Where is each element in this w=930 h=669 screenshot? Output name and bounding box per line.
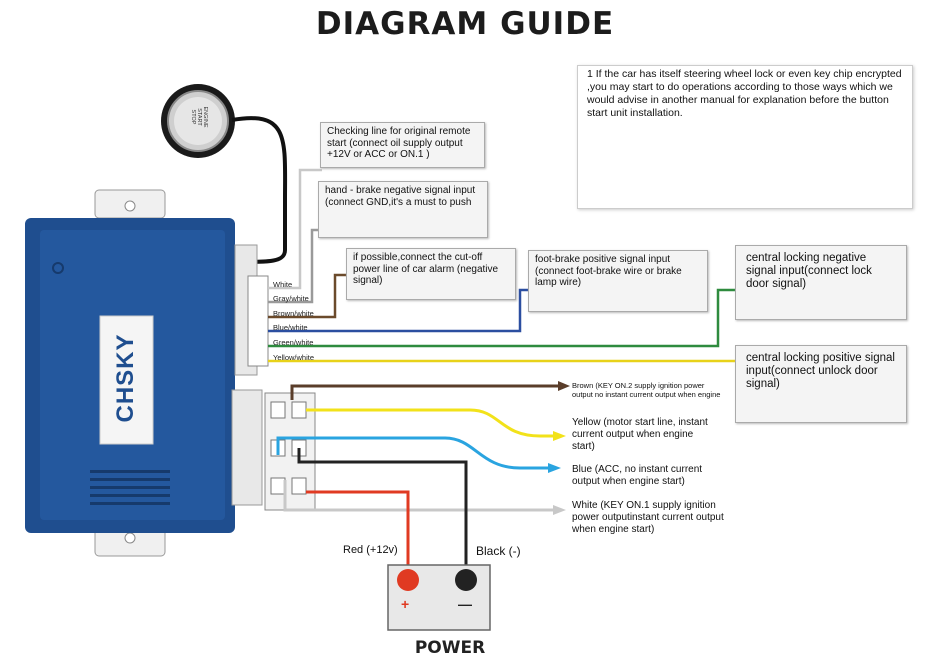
callout-checking-line: Checking line for original remote start … — [320, 122, 485, 168]
wire-label: Yellow/white — [273, 353, 314, 362]
callout-car-alarm: if possible,connect the cut-off power li… — [346, 248, 516, 300]
battery — [387, 564, 491, 631]
output-white-label: White (KEY ON.1 supply ignition power ou… — [572, 500, 724, 535]
control-unit — [25, 189, 235, 557]
callout-lock-negative: central locking negative signal input(co… — [735, 245, 907, 320]
callout-lock-positive: central locking positive signal input(co… — [735, 345, 907, 423]
red-wire-label: Red (+12v) — [343, 544, 398, 556]
page-title: DIAGRAM GUIDE — [315, 6, 615, 42]
wire-label: Blue/white — [273, 323, 308, 332]
output-brown-label: Brown (KEY ON.2 supply ignition power ou… — [572, 381, 721, 399]
output-connector — [231, 389, 316, 511]
wire-label: Gray/white — [273, 294, 309, 303]
start-button-label: ENGINE START STOP — [190, 106, 208, 128]
brand-label: CHSKY — [112, 333, 139, 423]
plus-terminal-label: + — [401, 596, 410, 612]
wire-label: Green/white — [273, 338, 314, 347]
installation-note-text: 1 If the car has itself steering wheel l… — [587, 68, 902, 119]
callout-foot-brake: foot-brake positive signal input (connec… — [528, 250, 708, 312]
output-blue-label: Blue (ACC, no instant current output whe… — [572, 464, 703, 487]
minus-terminal-label: — — [458, 596, 472, 612]
callout-hand-brake: hand - brake negative signal input (conn… — [318, 181, 488, 238]
harness-connector — [247, 275, 269, 367]
button-cable — [231, 116, 288, 264]
output-yellow-label: Yellow (motor start line, instant curren… — [572, 417, 708, 452]
black-wire-label: Black (-) — [476, 544, 521, 558]
power-label: POWER — [414, 638, 486, 658]
wire-label: White — [273, 280, 293, 289]
installation-note — [577, 65, 913, 209]
wire-label: Brown/white — [273, 309, 314, 318]
start-button — [161, 84, 235, 158]
